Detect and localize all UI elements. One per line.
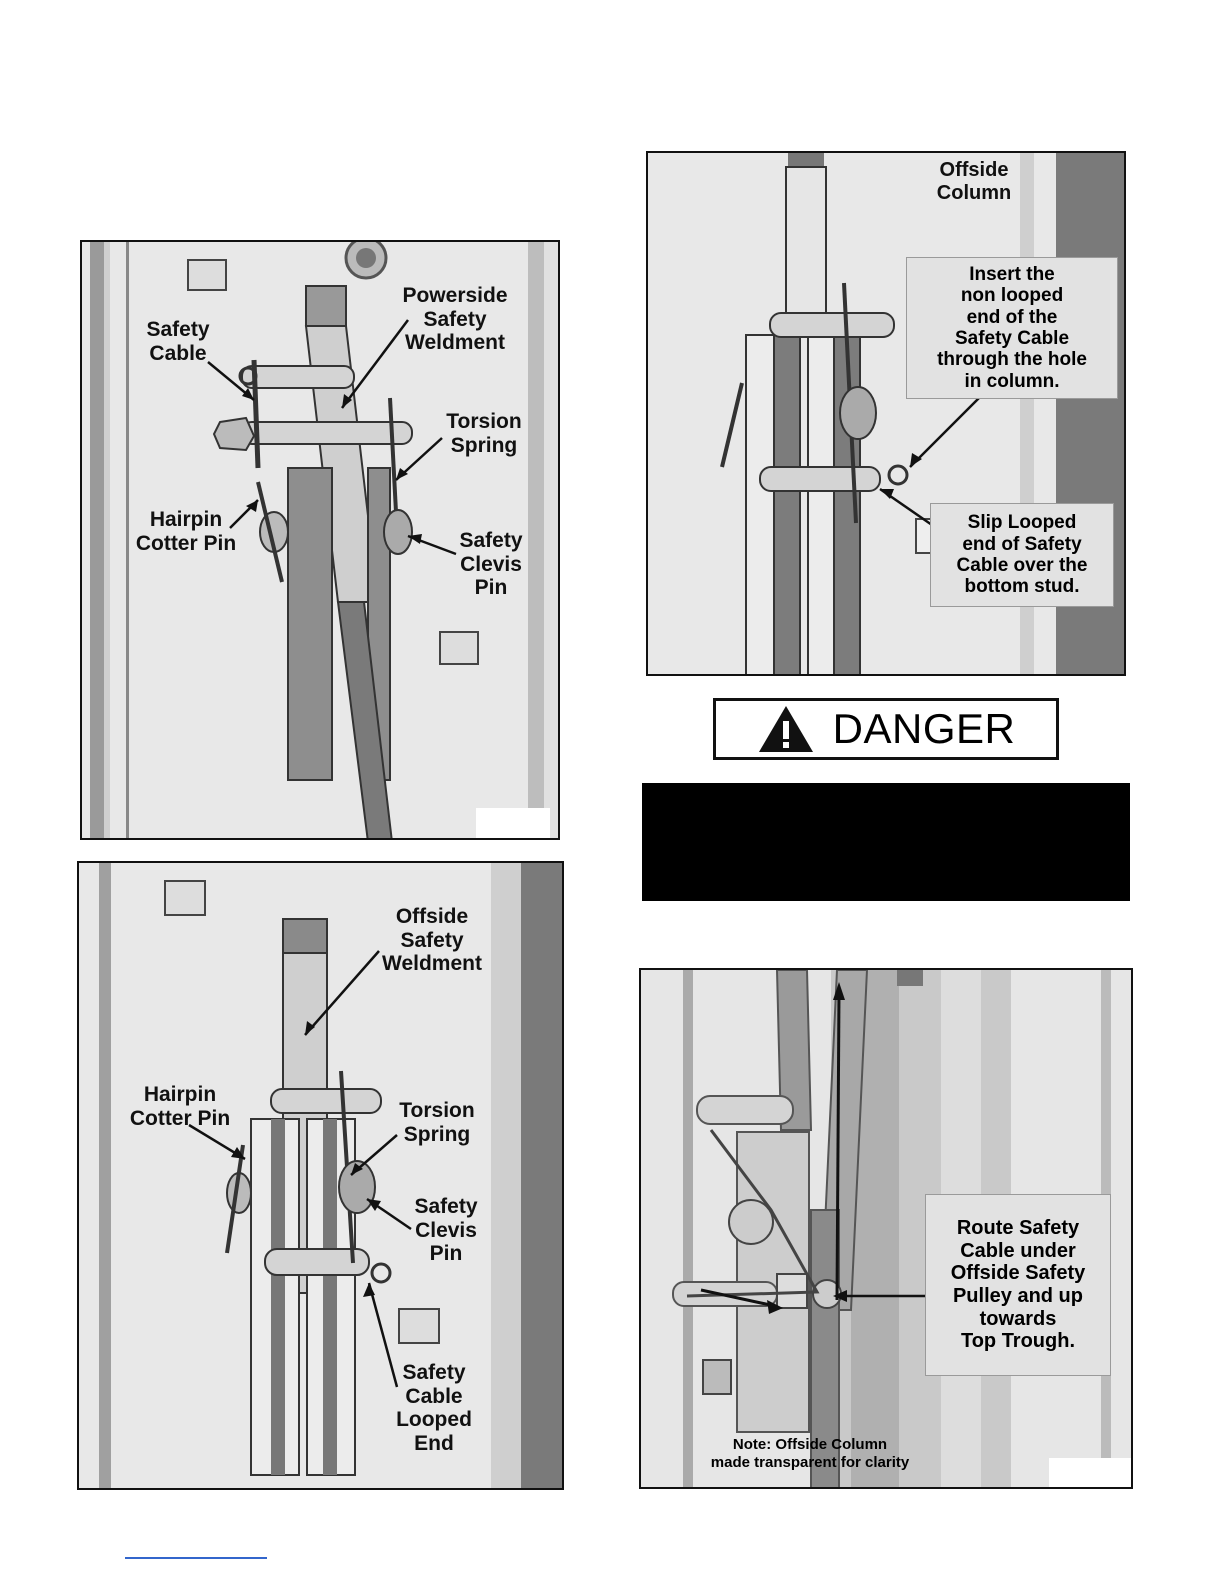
figure-powerside-safety: Safety Cable Powerside Safety Weldment T…	[80, 240, 560, 840]
callout-insert-cable: Insert the non looped end of the Safety …	[906, 257, 1118, 399]
callout-route-safety-cable: Route Safety Cable under Offside Safety …	[925, 1194, 1111, 1376]
label-safety-cable: Safety Cable	[146, 318, 210, 365]
label-safety-clevis-pin: Safety Clevis Pin	[459, 529, 523, 600]
figure-offside-column-cable: Offside Column Insert the non looped end…	[646, 151, 1126, 676]
transparency-note: Note: Offside Column made transparent fo…	[710, 1436, 910, 1471]
danger-banner: DANGER	[713, 698, 1059, 760]
label-safety-cable-looped-end: Safety Cable Looped End	[396, 1361, 472, 1456]
figure-offside-safety: Offside Safety Weldment Hairpin Cotter P…	[77, 861, 564, 1490]
label-safety-clevis-pin-2: Safety Clevis Pin	[414, 1195, 478, 1266]
label-torsion-spring: Torsion Spring	[446, 410, 522, 457]
label-hairpin-cotter-pin-2: Hairpin Cotter Pin	[129, 1083, 231, 1130]
warning-triangle-icon	[758, 706, 813, 752]
label-offside-column: Offside Column	[936, 159, 1012, 204]
label-offside-safety-weldment: Offside Safety Weldment	[382, 905, 482, 976]
label-torsion-spring-2: Torsion Spring	[399, 1099, 475, 1146]
figure-route-safety-cable: Route Safety Cable under Offside Safety …	[639, 968, 1133, 1489]
powerside-illustration	[82, 242, 558, 838]
label-powerside-safety-weldment: Powerside Safety Weldment	[402, 284, 508, 355]
offside-illustration	[79, 863, 562, 1488]
footer-link-underline	[125, 1557, 267, 1559]
callout-slip-looped-end: Slip Looped end of Safety Cable over the…	[930, 503, 1114, 607]
label-hairpin-cotter-pin: Hairpin Cotter Pin	[135, 508, 237, 555]
danger-label: DANGER	[832, 705, 1016, 752]
danger-message-block	[642, 783, 1130, 901]
